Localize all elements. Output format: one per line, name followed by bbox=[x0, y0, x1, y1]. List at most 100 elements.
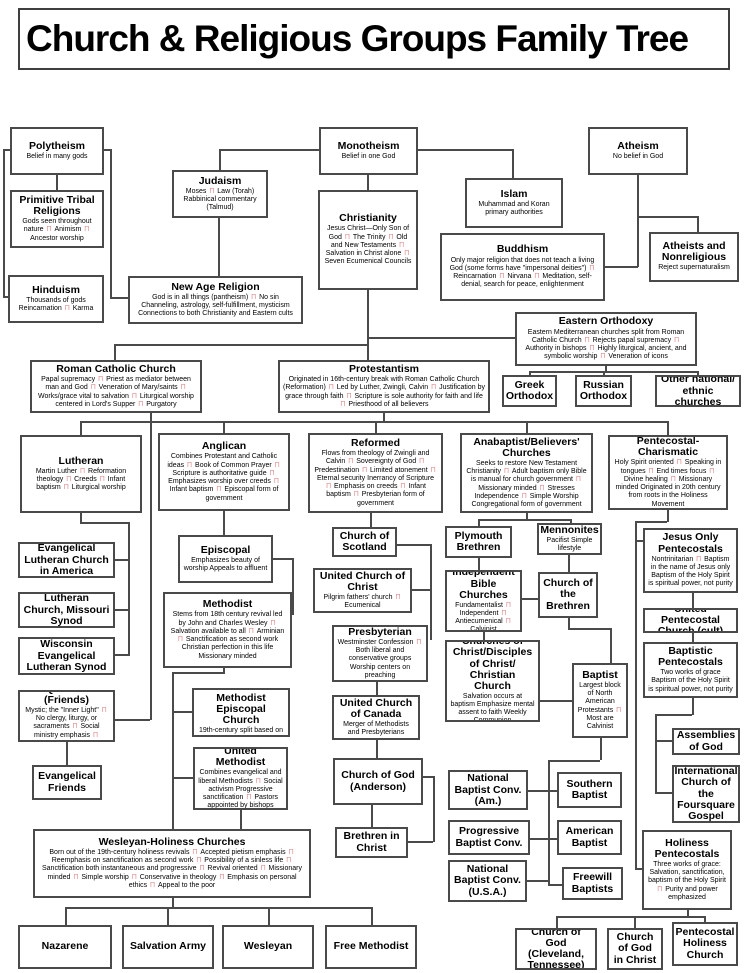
node-title: United Church of Christ bbox=[319, 569, 406, 593]
node-title: Pentecostal Holiness Church bbox=[675, 926, 735, 961]
bullet-icon: П bbox=[616, 706, 622, 714]
node-church-of-god-cleveland-tennessee: Church of God (Cleveland, Tennessee) bbox=[515, 928, 597, 970]
node-body: Nontrinitarian П Baptism in the name of … bbox=[648, 555, 733, 588]
connector-line bbox=[605, 365, 607, 372]
connector-line bbox=[397, 544, 430, 546]
bullet-icon: П bbox=[521, 492, 527, 500]
connector-line bbox=[548, 760, 550, 884]
node-title: Wesleyan-Holiness Churches bbox=[98, 835, 246, 848]
bullet-icon: П bbox=[260, 865, 266, 873]
bullet-icon: П bbox=[209, 187, 215, 195]
bullet-icon: П bbox=[589, 264, 595, 272]
connector-line bbox=[635, 540, 643, 542]
node-body: Three works of grace: Salvation, sanctif… bbox=[648, 860, 726, 901]
bullet-icon: П bbox=[80, 467, 86, 475]
bullet-icon: П bbox=[709, 467, 715, 475]
node-title: Southern Baptist bbox=[566, 777, 613, 801]
connector-line bbox=[371, 805, 373, 827]
bullet-icon: П bbox=[503, 468, 509, 476]
connector-line bbox=[223, 421, 225, 434]
connector-line bbox=[150, 412, 152, 720]
connector-line bbox=[655, 714, 657, 793]
connector-line bbox=[65, 907, 67, 925]
bullet-icon: П bbox=[395, 593, 401, 601]
connector-line bbox=[512, 149, 514, 179]
node-title: Church of the Brethren bbox=[543, 577, 593, 612]
node-body: Salvation occurs at baptism Emphasize me… bbox=[450, 692, 535, 722]
node-body: Only major religion that does not teach … bbox=[449, 256, 595, 289]
bullet-icon: П bbox=[73, 873, 79, 881]
node-title: Wisconsin Evangelical Lutheran Synod bbox=[26, 638, 107, 673]
node-body: Muhammad and Koran primary authorities bbox=[478, 200, 550, 216]
node-body: Thousands of gods Reincarnation П Karma bbox=[18, 296, 94, 312]
node-title: Greek Orthodox bbox=[505, 378, 554, 402]
node-title: Church of God (Cleveland, Tennessee) bbox=[527, 928, 585, 970]
connector-line bbox=[655, 792, 672, 794]
bullet-icon: П bbox=[219, 873, 225, 881]
connector-line bbox=[80, 513, 82, 524]
bullet-icon: П bbox=[676, 459, 682, 467]
connector-line bbox=[529, 371, 531, 376]
bullet-icon: П bbox=[199, 865, 205, 873]
bullet-icon: П bbox=[66, 475, 72, 483]
connector-line bbox=[692, 593, 694, 608]
node-body: Originated in 16th-century break with Ro… bbox=[283, 376, 485, 408]
connector-line bbox=[367, 289, 369, 360]
bullet-icon: П bbox=[501, 609, 507, 617]
bullet-icon: П bbox=[348, 458, 354, 466]
node-body: Flows from theology of Zwingli and Calvi… bbox=[314, 450, 436, 507]
node-title: Other national/ ethnic churches bbox=[660, 375, 736, 407]
connector-line bbox=[412, 589, 430, 591]
connector-line bbox=[115, 609, 128, 611]
connector-line bbox=[367, 175, 369, 190]
node-evangelical-friends: Evangelical Friends bbox=[32, 765, 102, 800]
node-title: Wesleyan bbox=[243, 940, 293, 953]
connector-line bbox=[605, 266, 638, 268]
connector-line bbox=[655, 740, 672, 742]
connector-line bbox=[376, 682, 378, 695]
node-title: Quakers (Friends) bbox=[44, 692, 89, 706]
node-title: Methodist bbox=[202, 598, 253, 611]
node-title: Baptist bbox=[582, 668, 618, 681]
connector-line bbox=[172, 672, 224, 674]
connector-line bbox=[115, 719, 150, 721]
connector-line bbox=[172, 672, 174, 829]
bullet-icon: П bbox=[400, 483, 406, 491]
bullet-icon: П bbox=[84, 226, 90, 234]
bullet-icon: П bbox=[248, 627, 254, 635]
bullet-icon: П bbox=[150, 881, 156, 889]
node-title: African Methodist Episcopal Church bbox=[216, 690, 266, 726]
connector-line bbox=[56, 175, 58, 191]
connector-line bbox=[115, 654, 128, 656]
node-church-of-god-in-christ: Church of God in Christ bbox=[607, 928, 663, 970]
node-body: Belief in many gods bbox=[26, 152, 88, 160]
node-title: Brethren in Christ bbox=[343, 830, 400, 854]
connector-line bbox=[172, 898, 174, 908]
node-body: Combines evangelical and liberal Methodi… bbox=[198, 769, 283, 810]
connector-line bbox=[408, 841, 433, 843]
node-body: Westminster Confession П Both liberal an… bbox=[337, 638, 422, 679]
node-african-methodist-episcopal-church: African Methodist Episcopal Church19th-c… bbox=[192, 688, 290, 737]
bullet-icon: П bbox=[600, 353, 606, 361]
node-title: Pentecostal-Charismatic bbox=[636, 435, 700, 459]
connector-line bbox=[697, 371, 699, 376]
node-body: Belief in one God bbox=[341, 152, 396, 160]
connector-line bbox=[637, 175, 639, 267]
bullet-icon: П bbox=[192, 848, 198, 856]
node-body: Martin Luther П Reformation theology П C… bbox=[35, 467, 127, 492]
node-title: National Baptist Conv. (Am.) bbox=[454, 772, 522, 807]
connector-line bbox=[692, 633, 694, 642]
connector-line bbox=[376, 740, 378, 758]
connector-line bbox=[114, 344, 368, 346]
connector-line bbox=[292, 558, 294, 615]
